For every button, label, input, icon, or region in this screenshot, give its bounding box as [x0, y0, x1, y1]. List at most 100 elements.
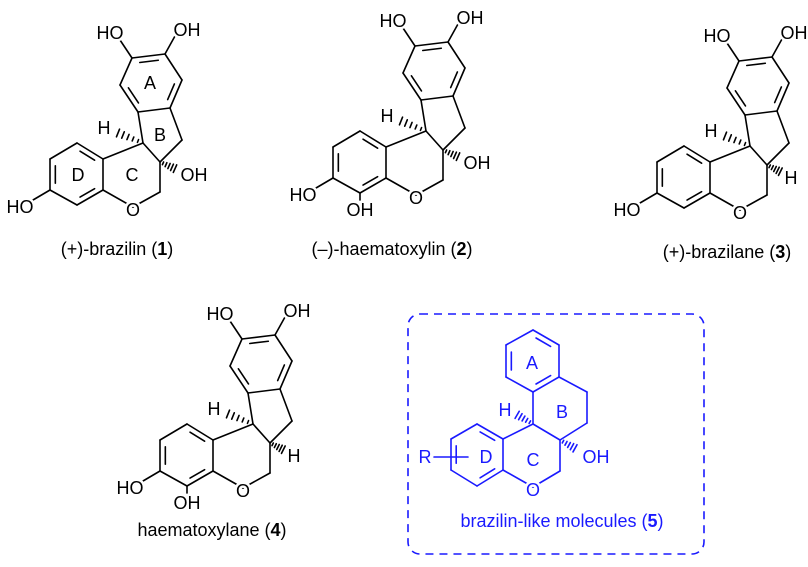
ring-bond — [414, 41, 449, 47]
ring-bond — [332, 130, 361, 148]
caption-name: (+)-brazilane ( — [663, 242, 776, 262]
double-bond-inner — [79, 187, 96, 198]
bond — [274, 316, 286, 336]
hashed-wedge-bond — [403, 118, 409, 128]
ring-bond — [49, 142, 78, 160]
hashed-wedge-bond — [115, 128, 121, 138]
molecule-caption: (–)-haematoxylin (2) — [311, 239, 472, 259]
double-bond-inner — [362, 138, 379, 149]
ring-bond — [452, 67, 466, 97]
ring-oxygen-label: O — [126, 200, 140, 220]
bond — [315, 177, 334, 189]
bond — [709, 145, 751, 163]
hydrogen-label: H — [705, 121, 718, 141]
ring-bond — [505, 329, 534, 346]
double-bond-inner — [535, 374, 552, 385]
ring-bond — [532, 376, 560, 393]
molecule-caption: (+)-brazilane (3) — [663, 242, 792, 262]
double-bond-inner — [410, 75, 423, 92]
hydroxyl-label: OH — [181, 165, 208, 185]
ring-bond — [76, 142, 104, 160]
ring-bond — [76, 189, 104, 206]
molecule-caption: (+)-brazilin (1) — [61, 239, 174, 259]
caption-name: (+)-brazilin ( — [61, 239, 158, 259]
caption-suffix: ) — [167, 239, 173, 259]
compound-number: 4 — [271, 520, 281, 540]
hashed-wedge-bond — [561, 439, 565, 444]
ring-bond — [450, 469, 478, 487]
double-bond-inner — [138, 59, 160, 64]
ring-bond — [229, 365, 249, 394]
ring-bond — [683, 192, 711, 209]
bond — [142, 470, 161, 482]
ring-bond — [738, 56, 773, 62]
hashed-wedge-bond — [273, 442, 278, 449]
hashed-wedge-bond — [126, 133, 130, 141]
double-bond-inner — [535, 337, 552, 348]
hydrogen-label: H — [208, 399, 221, 419]
hashed-wedge-bond — [398, 116, 404, 126]
caption-name: brazilin-like molecules ( — [460, 511, 647, 531]
ring-bond — [186, 423, 214, 441]
bond — [132, 191, 161, 208]
double-bond-inner — [127, 87, 140, 104]
hashed-wedge-bond — [722, 131, 728, 141]
molecule-caption: haematoxylane (4) — [137, 520, 286, 540]
caption-suffix: ) — [467, 239, 473, 259]
double-bond-inner — [276, 364, 286, 382]
hydroxyl-label: OH — [457, 8, 484, 28]
bond — [164, 35, 176, 55]
bond — [532, 470, 561, 488]
bond — [32, 189, 51, 201]
hashed-wedge-bond — [450, 150, 454, 158]
hashed-wedge-bond — [136, 138, 140, 144]
hashed-wedge-bond — [280, 445, 286, 455]
bond — [102, 189, 134, 208]
ring-bond — [450, 423, 478, 440]
caption-name: haematoxylane ( — [137, 520, 270, 540]
hydrogen-label: H — [381, 106, 394, 126]
ring-bond — [505, 376, 534, 393]
hydroxyl-label: OH — [174, 20, 201, 40]
hydrogen-label: H — [785, 168, 798, 188]
bond — [420, 99, 427, 132]
double-bond-inner — [79, 150, 96, 161]
bond — [447, 23, 459, 43]
hydroxyl-label: OH — [781, 23, 808, 43]
hashed-wedge-bond — [419, 126, 423, 132]
hashed-wedge-bond — [230, 411, 236, 421]
caption-suffix: ) — [658, 511, 664, 531]
bond — [385, 177, 417, 196]
hashed-wedge-bond — [241, 417, 245, 423]
bond — [119, 39, 133, 59]
ring-bond — [119, 84, 139, 113]
ring-bond — [402, 72, 422, 101]
bond — [102, 142, 144, 160]
hydroxyl-label: HO — [614, 200, 641, 220]
bond — [212, 423, 254, 441]
double-bond-inner — [745, 62, 767, 67]
ring-bond — [683, 145, 711, 163]
bond — [169, 107, 183, 141]
bond — [229, 320, 243, 340]
bond — [385, 130, 427, 148]
ring-bond — [274, 334, 293, 362]
ring-letter: B — [154, 125, 166, 145]
ring-bond — [229, 338, 243, 367]
double-bond-inner — [237, 368, 250, 385]
double-bond-inner — [686, 153, 703, 164]
hashed-wedge-bond — [770, 164, 775, 171]
ring-bond — [119, 57, 133, 86]
hashed-wedge-bond — [236, 414, 240, 422]
dashed-highlight-box — [407, 313, 705, 555]
bond — [749, 145, 768, 166]
double-bond-inner — [479, 468, 496, 479]
double-bond-inner — [362, 175, 379, 186]
hashed-wedge-bond — [738, 139, 742, 145]
bond — [744, 114, 751, 147]
